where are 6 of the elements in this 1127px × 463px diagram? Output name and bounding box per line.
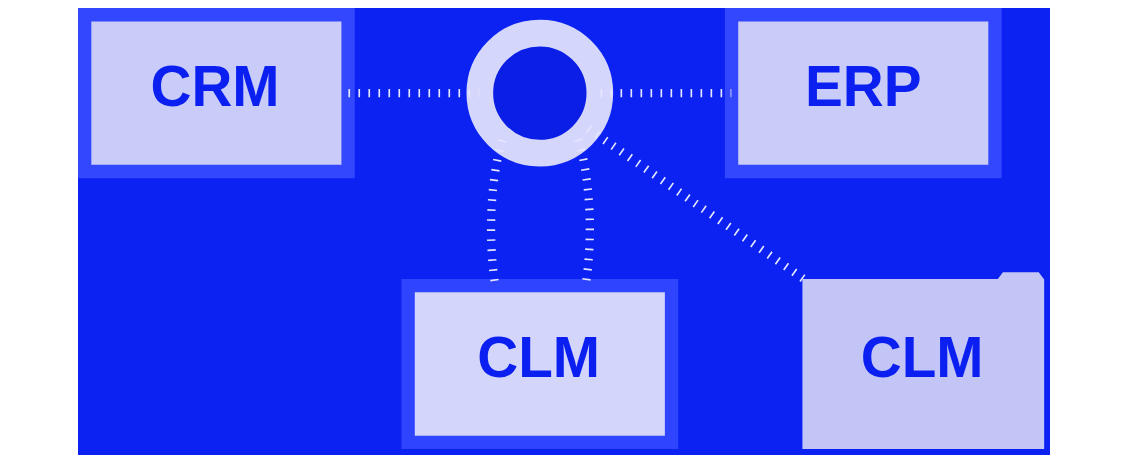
node-box: CRM	[77, 8, 355, 179]
node-gear	[465, 19, 613, 167]
connector	[347, 88, 479, 98]
connector	[585, 125, 807, 283]
node-box: CLM	[400, 279, 678, 450]
node-box: ERP	[724, 8, 1002, 179]
